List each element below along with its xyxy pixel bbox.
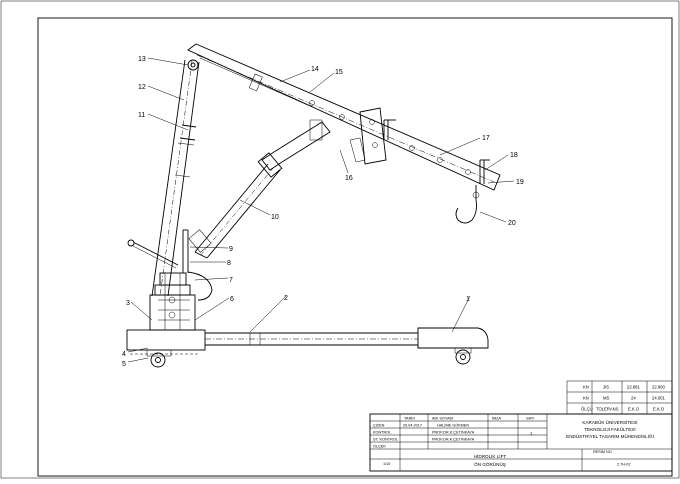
tol-r2-c1: KN bbox=[583, 396, 589, 401]
callout-11: 11 bbox=[138, 112, 145, 119]
callout-10: 10 bbox=[271, 214, 279, 221]
row-cizen-label: ÇİZEN bbox=[373, 423, 385, 428]
header-tarih: TARİH bbox=[404, 416, 415, 421]
header-imza: İMZA bbox=[492, 416, 502, 421]
tol-r1-c2: JIS bbox=[603, 385, 609, 390]
tol-r2-c2: MS bbox=[603, 396, 609, 401]
hydraulic-lift-front-view bbox=[126, 43, 501, 368]
row-stkontrol-name: PROF.DR.K.ÇETİNKAYA bbox=[432, 437, 475, 442]
tol-r3-c1: ÖLÇÜ bbox=[581, 407, 593, 412]
tol-r3-c4: E.K.O bbox=[653, 407, 665, 412]
tol-r2-c4: 24.001 bbox=[652, 396, 665, 401]
tol-r1-c1: KN bbox=[583, 385, 589, 390]
callout-2: 2 bbox=[284, 295, 288, 302]
boom bbox=[187, 43, 501, 191]
callout-17: 17 bbox=[482, 135, 490, 142]
base-frame bbox=[126, 327, 489, 368]
callout-4: 4 bbox=[122, 351, 126, 358]
header-adi-soyadi: ADI SOYADI bbox=[432, 417, 453, 421]
row-cizen-date: 29.04.2017 bbox=[403, 424, 422, 428]
drawing-title-1: HİDROLİK LİFT bbox=[474, 453, 507, 459]
leader-lines bbox=[127, 57, 515, 363]
institution-line-3: ENDÜSTRİYEL TASARIM MÜHENDİSLİĞİ bbox=[566, 433, 654, 439]
tol-r2-c3: 24 bbox=[631, 396, 636, 401]
tolerance-table: KN JIS 22.681 22.900 KN MS 24 24.001 ÖLÇ… bbox=[566, 380, 673, 415]
tol-r1-c3: 22.681 bbox=[627, 385, 640, 390]
callout-9: 9 bbox=[229, 246, 233, 253]
hook bbox=[455, 185, 480, 224]
column-base-assembly bbox=[127, 229, 213, 331]
callout-14: 14 bbox=[311, 66, 319, 73]
institution-line-2: TEKNOLOJİ FAKÜLTESİ bbox=[584, 426, 635, 432]
hydraulic-cylinder bbox=[188, 121, 331, 259]
row-kontrol-label: KONTROL bbox=[373, 431, 391, 435]
callout-6: 6 bbox=[230, 296, 234, 303]
callout-12: 12 bbox=[138, 84, 146, 91]
callout-20: 20 bbox=[508, 220, 516, 227]
callout-8: 8 bbox=[227, 260, 231, 267]
callout-1: 1 bbox=[466, 296, 470, 303]
callout-3: 3 bbox=[126, 300, 130, 307]
title-block: TARİH ADI SOYADI İMZA SAYI ÇİZEN 29.04.2… bbox=[369, 413, 673, 472]
resim-no-label: RESİM NO bbox=[593, 449, 612, 454]
resim-no-value: 2.7H-02 bbox=[617, 463, 631, 467]
callout-18: 18 bbox=[510, 152, 518, 159]
callout-7: 7 bbox=[229, 277, 233, 284]
callout-19: 19 bbox=[516, 179, 524, 186]
row-stkontrol-label: ST. KONTROL bbox=[373, 438, 398, 442]
tol-r3-c2: TOLERANS bbox=[596, 407, 619, 412]
drawing-title-2: ÖN GÖRÜNÜŞ bbox=[474, 461, 506, 467]
callout-15: 15 bbox=[335, 69, 343, 76]
tol-r1-c4: 22.900 bbox=[652, 385, 665, 390]
header-sayi: SAYI bbox=[526, 417, 534, 421]
row-cizen-name: HALİME GÖKMEN bbox=[437, 423, 469, 428]
institution-line-1: KARABÜK ÜNİVERSİTESİ bbox=[582, 419, 637, 425]
callouts: 1 2 3 4 5 6 7 8 9 10 11 12 13 14 15 16 1… bbox=[122, 56, 524, 368]
row-kontrol-name: PROF.DR.K.ÇETİNKAYA bbox=[432, 430, 475, 435]
mast bbox=[151, 59, 200, 297]
row-olcek-label: ÖLÇEK bbox=[373, 445, 386, 449]
scale-value: 1/10 bbox=[383, 462, 390, 466]
callout-16: 16 bbox=[345, 175, 353, 182]
callout-13: 13 bbox=[138, 56, 146, 63]
callout-5: 5 bbox=[122, 361, 126, 368]
sayi-value: 1 bbox=[530, 431, 533, 436]
inner-frame bbox=[37, 17, 673, 477]
tol-r3-c3: E.K.O bbox=[628, 407, 640, 412]
